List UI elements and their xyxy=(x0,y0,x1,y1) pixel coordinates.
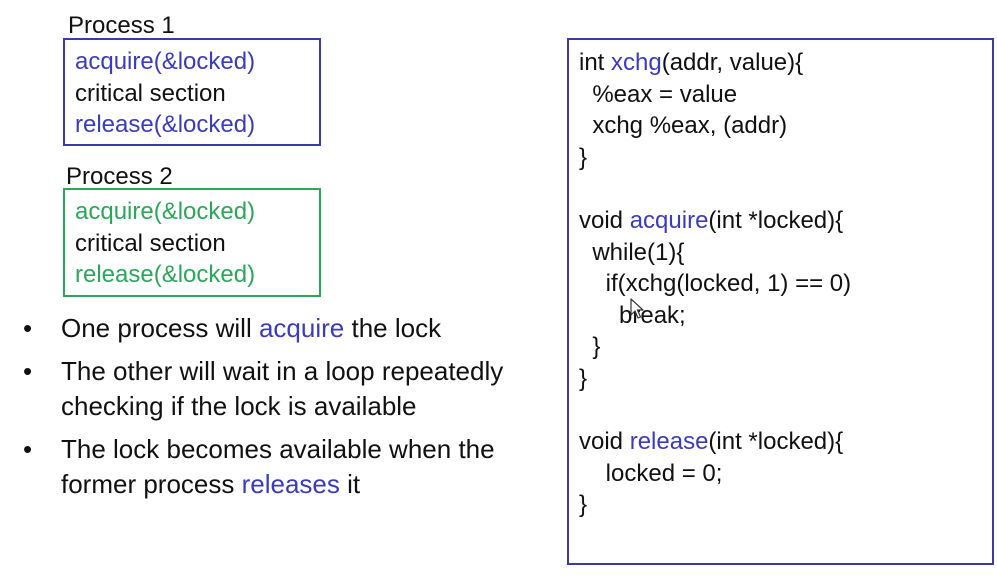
bullet-highlight: releases xyxy=(241,469,340,499)
code-line: void acquire(int *locked){ xyxy=(579,206,844,234)
bullet-text: The lock becomes available when the form… xyxy=(61,434,495,499)
bullet-icon: • xyxy=(23,434,33,464)
code-line: locked = 0; xyxy=(579,459,723,487)
code-blank-line xyxy=(579,173,992,205)
bullet-icon: • xyxy=(23,313,33,343)
process2-release: release(&locked) xyxy=(75,261,256,288)
code-line: void release(int *locked){ xyxy=(579,428,844,456)
code-box: int xchg(addr, value){ %eax = value xchg… xyxy=(567,38,994,565)
bullet-item-release: • The lock becomes available when the fo… xyxy=(18,432,518,502)
bullet-text: The other will wait in a loop repeatedly… xyxy=(61,356,504,421)
process2-box: acquire(&locked) critical section releas… xyxy=(63,188,321,297)
code-line: int xchg(addr, value){ xyxy=(579,49,804,76)
code-line: } xyxy=(579,491,588,519)
code-line: while(1){ xyxy=(579,238,685,266)
code-line: if(xchg(locked, 1) == 0) xyxy=(579,270,852,298)
bullet-highlight: acquire xyxy=(258,313,345,343)
bullet-item-wait: • The other will wait in a loop repeated… xyxy=(18,354,518,424)
bullet-text: it xyxy=(339,469,361,499)
code-line: } xyxy=(579,364,588,392)
bullet-icon: • xyxy=(23,356,33,386)
code-blank-line xyxy=(579,395,992,427)
process1-box: acquire(&locked) critical section releas… xyxy=(63,38,321,146)
process1-title: Process 1 xyxy=(68,12,175,39)
bullet-text: One process will xyxy=(61,313,259,343)
process2-acquire: acquire(&locked) xyxy=(75,198,256,225)
code-line: } xyxy=(579,143,588,171)
process1-acquire: acquire(&locked) xyxy=(75,48,256,75)
bullet-list: • One process will acquire the lock • Th… xyxy=(18,311,518,510)
code-line: } xyxy=(579,333,601,361)
code-line: xchg %eax, (addr) xyxy=(579,112,788,140)
bullet-text: the lock xyxy=(344,313,442,343)
process1-critical: critical section xyxy=(75,79,226,107)
bullet-item-acquire: • One process will acquire the lock xyxy=(18,311,518,346)
process1-release: release(&locked) xyxy=(75,111,256,138)
process2-critical: critical section xyxy=(75,229,226,257)
process2-title: Process 2 xyxy=(66,163,173,190)
mouse-pointer-icon xyxy=(630,298,644,319)
code-line: break; xyxy=(579,301,686,329)
code-line: %eax = value xyxy=(579,80,738,108)
